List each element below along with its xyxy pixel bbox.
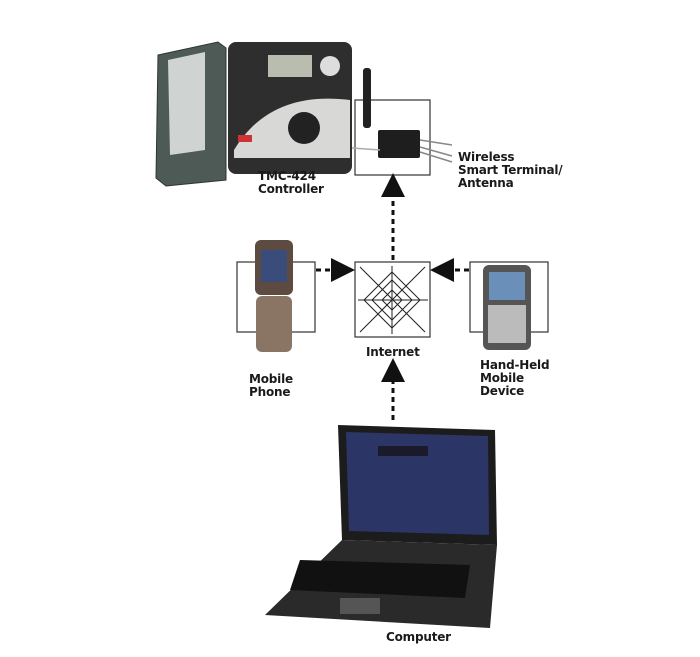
internet-label: Internet bbox=[366, 345, 420, 359]
antenna-image bbox=[351, 68, 453, 176]
label-line: Phone bbox=[249, 385, 291, 399]
label-line: Wireless bbox=[458, 150, 515, 164]
label-line: Controller bbox=[258, 182, 324, 196]
label-line: Device bbox=[480, 384, 525, 398]
label-line: Mobile bbox=[249, 372, 293, 386]
handheld-label: Hand-Held Mobile Device bbox=[480, 358, 550, 398]
mobile-phone-image bbox=[236, 240, 316, 352]
antenna-label: Wireless Smart Terminal/ Antenna bbox=[458, 150, 563, 190]
internet-web-icon bbox=[354, 261, 431, 338]
label-line: Mobile bbox=[480, 371, 524, 385]
laptop-image bbox=[265, 425, 497, 628]
controller-label: TMC-424 Controller bbox=[258, 170, 324, 196]
label-line: Smart Terminal/ bbox=[458, 163, 563, 177]
label-line: TMC-424 bbox=[258, 169, 316, 183]
label-line: Hand-Held bbox=[480, 358, 550, 372]
controller-image bbox=[155, 41, 352, 187]
handheld-device-image bbox=[469, 261, 549, 350]
mobile-phone-label: Mobile Phone bbox=[249, 373, 293, 399]
label-line: Antenna bbox=[458, 176, 514, 190]
computer-label: Computer bbox=[386, 630, 451, 644]
